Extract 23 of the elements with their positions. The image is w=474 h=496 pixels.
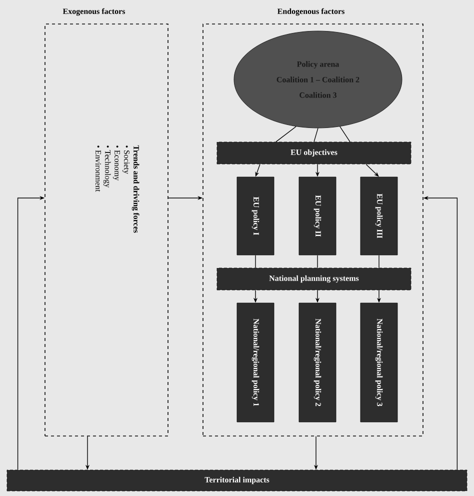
process-box: EU policy III xyxy=(360,176,398,256)
heading: Exogenous factors xyxy=(62,8,126,16)
node-label: • Society xyxy=(122,146,130,174)
line xyxy=(317,254,318,268)
line xyxy=(276,126,296,142)
node-label: • Economy xyxy=(112,146,120,181)
bullet-list: Trends and driving forces • Society • Economy • Technology • Environment xyxy=(96,145,140,233)
node-label: Trends and driving forces xyxy=(132,145,140,233)
process-bar: National planning systems xyxy=(216,268,412,290)
line xyxy=(255,254,256,268)
process-bar: EU objectives xyxy=(216,142,412,164)
line xyxy=(378,254,380,268)
process-box: EU policy II xyxy=(298,176,336,256)
heading: Endogenous factors xyxy=(277,8,344,16)
process-box: EU policy I xyxy=(236,176,274,256)
node-label: • Environment xyxy=(96,146,101,192)
process-box: National/regional policy 2 xyxy=(298,302,336,422)
line xyxy=(340,126,350,142)
node-label: • Technology xyxy=(103,146,111,188)
line xyxy=(314,128,318,142)
process-box: National/regional policy 1 xyxy=(236,302,274,422)
process-bar: Territorial impacts xyxy=(6,470,468,492)
process-box: National/regional policy 3 xyxy=(360,302,398,422)
